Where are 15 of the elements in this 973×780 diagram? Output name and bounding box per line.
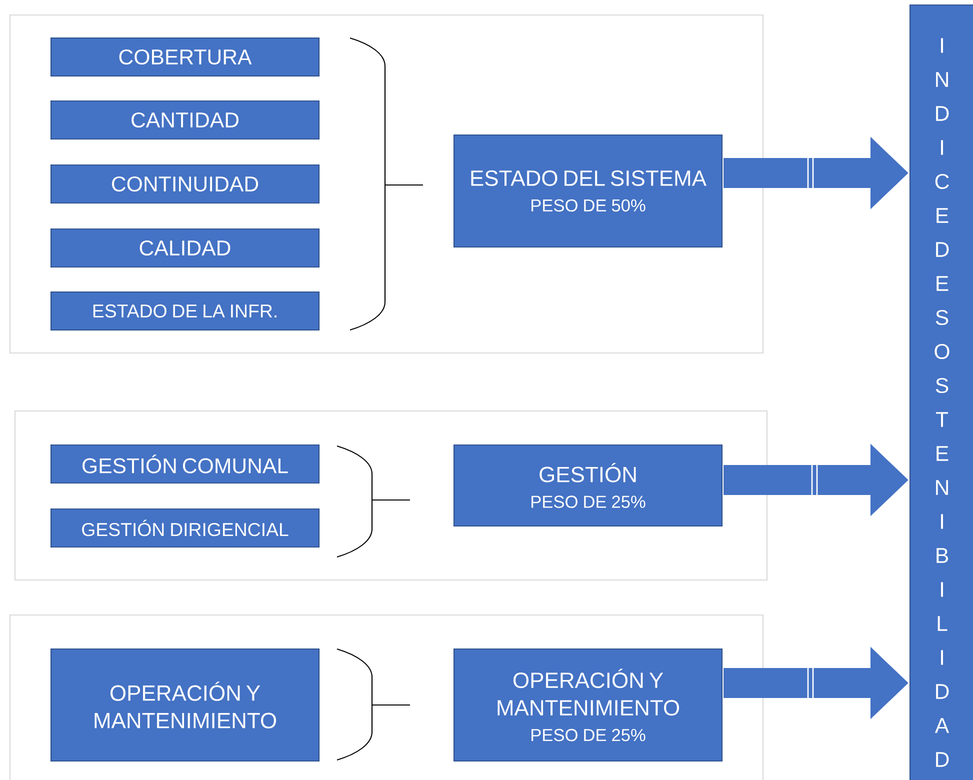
- title-bar: I N D I C E D E S O S T E N I B I L I D A D: [909, 4, 973, 780]
- factor-box: COBERTURA: [50, 37, 320, 77]
- panel: [14, 410, 768, 581]
- factor-box: CANTIDAD: [50, 100, 320, 140]
- factor-box: GESTIÓN COMUNAL: [50, 444, 320, 484]
- factor-box: CALIDAD: [50, 228, 320, 268]
- process-box: GESTIÓN PESO DE 25%: [453, 444, 723, 527]
- process-box: ESTADO DEL SISTEMA PESO DE 50%: [453, 134, 723, 248]
- factor-box: CONTINUIDAD: [50, 164, 320, 204]
- factor-box: GESTIÓN DIRIGENCIAL: [50, 508, 320, 548]
- panel: [9, 14, 764, 354]
- factor-box: ESTADO DE LA INFR.: [50, 291, 320, 331]
- process-box: OPERACIÓN Y MANTENIMIENTO PESO DE 25%: [453, 648, 723, 762]
- factor-box: OPERACIÓN Y MANTENIMIENTO: [50, 648, 320, 762]
- panel: [9, 614, 764, 780]
